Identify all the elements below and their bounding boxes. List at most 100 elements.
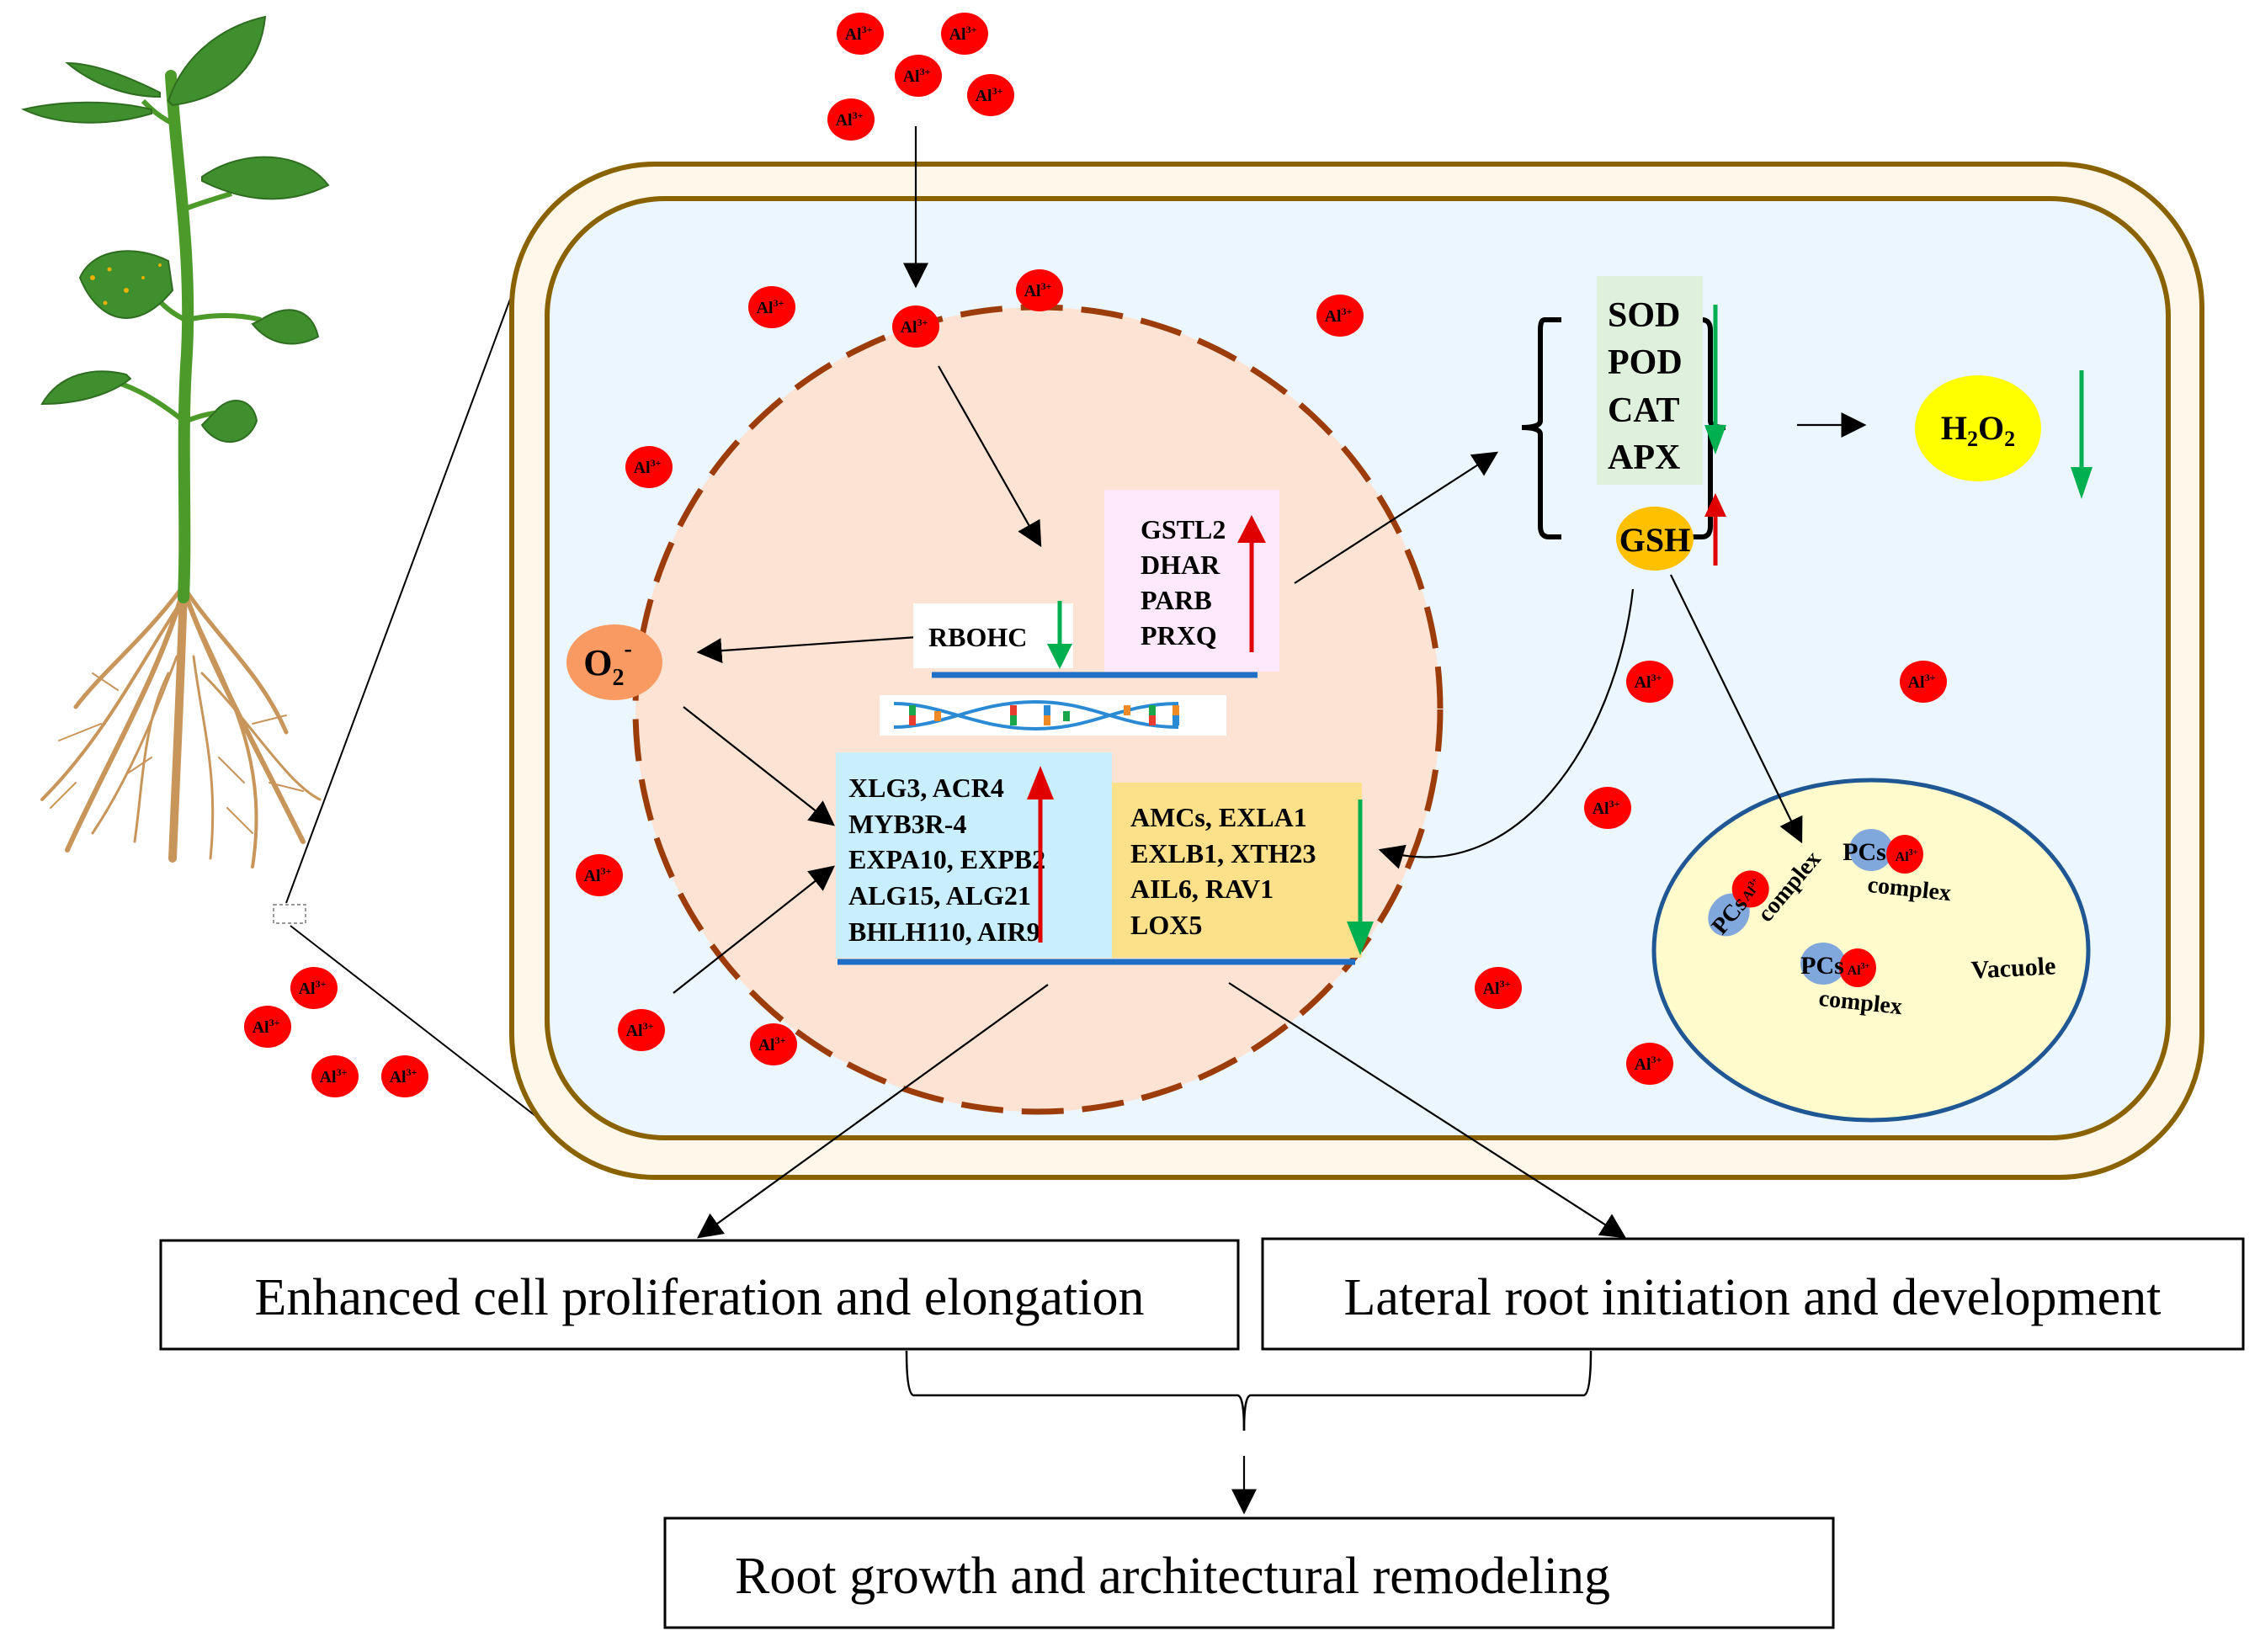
svg-text:AIL6, RAV1: AIL6, RAV1 xyxy=(1130,874,1274,904)
svg-text:LOX5: LOX5 xyxy=(1130,910,1202,940)
arrow-genes-to-box1 xyxy=(696,984,1049,1239)
arrow-antiox-to-enzymes xyxy=(1294,451,1499,584)
al-ion-label: Al3+ xyxy=(299,978,327,998)
al-ion-label: Al3+ xyxy=(1483,978,1511,998)
al-ion-label: Al3+ xyxy=(1593,798,1620,818)
dna-helix-icon xyxy=(880,695,1226,736)
leaf xyxy=(251,309,320,345)
h2o2-node xyxy=(1915,375,2041,481)
leaf xyxy=(201,156,330,200)
plant-illustration xyxy=(21,15,330,868)
al-ion: Al3+ xyxy=(381,1055,428,1097)
leaf xyxy=(21,101,152,124)
zoom-line-bottom xyxy=(290,925,573,1145)
superoxide-node xyxy=(566,624,662,700)
enzyme-box xyxy=(1597,276,1703,485)
downregulated-gene-list: AMCs, EXLA1 EXLB1, XTH23 AIL6, RAV1 LOX5 xyxy=(1130,802,1316,940)
leaves xyxy=(21,15,330,444)
svg-text:BHLH110, AIR9: BHLH110, AIR9 xyxy=(848,916,1040,947)
al-ion: Al3+ xyxy=(895,55,942,97)
zoom-callout-box xyxy=(273,904,306,924)
svg-text:PRXQ: PRXQ xyxy=(1141,620,1217,651)
enzyme-cat: CAT xyxy=(1608,391,1680,430)
enzyme-pod: POD xyxy=(1608,343,1683,382)
al-ion: Al3+ xyxy=(1316,295,1364,337)
al-ion: Al3+ xyxy=(1584,787,1631,829)
up-arrow-icon xyxy=(1237,515,1266,652)
final-outcome-text: Root growth and architectural remodeling xyxy=(735,1548,1610,1605)
svg-text:PCs: PCs xyxy=(1800,952,1844,980)
al-ion-label: Al3+ xyxy=(949,24,977,44)
arrow-o2-to-genes xyxy=(683,706,835,826)
up-arrow-icon xyxy=(1027,766,1054,943)
leaf xyxy=(200,400,258,444)
al-ion: Al3+ xyxy=(618,1009,665,1051)
arrow-ion-to-genes xyxy=(673,865,835,994)
enzyme-list: SOD POD CAT APX xyxy=(1608,296,1683,477)
al-ion-label: Al3+ xyxy=(1908,672,1936,692)
al-ion: Al3+ xyxy=(941,13,988,55)
al-ion-label: Al3+ xyxy=(634,457,662,477)
al-ion-label: Al3+ xyxy=(903,66,931,86)
arrows xyxy=(673,126,1867,1515)
zoom-line-top xyxy=(285,267,523,904)
rbohc-gene: RBOHC xyxy=(928,622,1027,652)
al-ion: Al3+ xyxy=(576,854,623,896)
h2o2-label: H2O2 xyxy=(1941,409,2015,451)
svg-text:PCs: PCs xyxy=(1843,838,1886,866)
arrow-ion-to-nucleus xyxy=(938,365,1042,548)
al-ion: Al3+ xyxy=(1626,661,1673,703)
al-ions: Al3+ Al3+ Al3+ Al3+ Al3+ Al3+ Al3+ Al3+ Al3+ Al3+… xyxy=(244,13,1947,1097)
al-ion-label: Al3+ xyxy=(390,1066,417,1086)
leaf xyxy=(167,15,267,107)
al-ion: Al3+ xyxy=(1016,269,1063,311)
svg-text:GSTL2: GSTL2 xyxy=(1141,514,1226,544)
outcome-box-proliferation xyxy=(159,1239,1240,1351)
svg-text:ALG15, ALG21: ALG15, ALG21 xyxy=(848,880,1031,911)
leaf-spots xyxy=(90,263,162,305)
al-ion-label: Al3+ xyxy=(757,297,784,317)
final-outcome-box xyxy=(663,1517,1835,1629)
superoxide-label: O2- xyxy=(583,636,632,691)
svg-text:XLG3, ACR4: XLG3, ACR4 xyxy=(848,773,1004,803)
al-ion-label: Al3+ xyxy=(1635,672,1662,692)
svg-text:MYB3R-4: MYB3R-4 xyxy=(848,809,966,839)
al-ion-label: Al3+ xyxy=(1024,280,1052,300)
downregulated-gene-box xyxy=(1112,783,1362,958)
root-system xyxy=(40,585,322,868)
down-arrow-icon xyxy=(1704,305,1726,454)
al-ion-label: Al3+ xyxy=(253,1017,280,1037)
al-ion: Al3+ xyxy=(625,446,673,488)
antioxidant-gene-list: GSTL2 DHAR PARB PRXQ xyxy=(1141,514,1226,651)
upregulated-gene-box xyxy=(836,752,1112,958)
al-ion-label: Al3+ xyxy=(320,1066,348,1086)
upregulated-gene-list: XLG3, ACR4 MYB3R-4 EXPA10, EXPB2 ALG15, … xyxy=(848,773,1045,947)
al-ion: Al3+ xyxy=(750,1023,797,1065)
down-arrow-icon xyxy=(1047,601,1072,669)
al-ion-label: Al3+ xyxy=(845,24,873,44)
gsh-label: GSH xyxy=(1619,521,1690,559)
arrow-gsh-to-genes xyxy=(1378,588,1635,869)
svg-text:Al3+: Al3+ xyxy=(1848,962,1870,978)
al-ion-label: Al3+ xyxy=(976,85,1003,105)
svg-text:AMCs, EXLA1: AMCs, EXLA1 xyxy=(1130,802,1307,832)
arrow-genes-to-box2 xyxy=(1228,982,1627,1239)
al-ion: Al3+ xyxy=(827,98,875,141)
leaf xyxy=(65,61,161,98)
al-ion: Al3+ xyxy=(311,1055,359,1097)
al-ion-label: Al3+ xyxy=(1635,1054,1662,1074)
al-ion: Al3+ xyxy=(1900,661,1947,703)
enzyme-sod: SOD xyxy=(1608,296,1680,335)
al-ion-label: Al3+ xyxy=(758,1034,786,1054)
leaf xyxy=(40,370,132,406)
al-ion-label: Al3+ xyxy=(1325,305,1353,326)
al-ion: Al3+ xyxy=(290,967,338,1009)
branches xyxy=(100,98,262,423)
arrow-rbohc-to-o2 xyxy=(696,635,918,664)
svg-text:Al3+: Al3+ xyxy=(1896,848,1918,864)
down-arrow-icon xyxy=(1347,799,1374,955)
svg-text:PARB: PARB xyxy=(1141,585,1212,615)
outcome-box-lateral-root xyxy=(1261,1237,2245,1351)
al-ion: Al3+ xyxy=(967,74,1014,116)
